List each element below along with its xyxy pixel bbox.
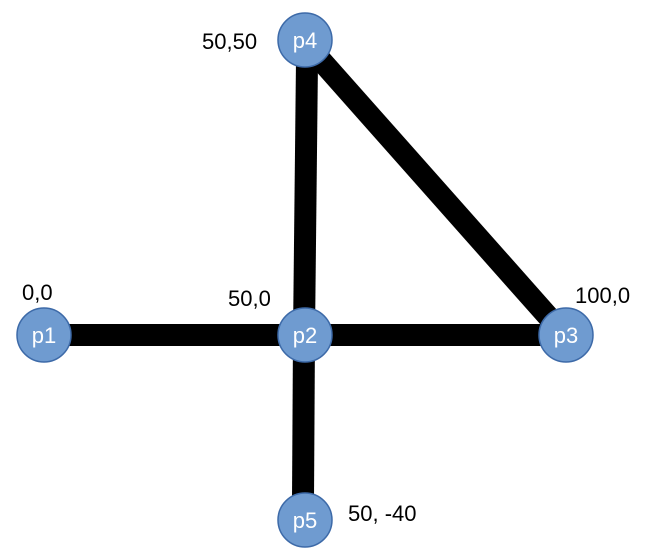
node-p2: p2 [277,307,333,363]
node-label-p3: p3 [554,323,578,348]
coord-label-p1: 0,0 [22,280,53,305]
coord-label-p5: 50, -40 [348,501,417,526]
node-label-p5: p5 [293,508,317,533]
node-p5: p5 [277,492,333,548]
node-label-p2: p2 [293,323,317,348]
node-circle-p5 [277,492,333,548]
node-circle-p1 [16,307,72,363]
node-label-p4: p4 [293,28,317,53]
coordinate-labels-layer: 0,0 50,0 100,0 50,50 50, -40 [22,29,630,526]
coord-label-p4: 50,50 [202,29,257,54]
coord-label-p3: 100,0 [575,283,630,308]
coord-label-p2: 50,0 [228,286,271,311]
edges-layer [60,49,562,501]
edge-p2-p4 [293,59,318,336]
nodes-layer: p1 p2 p3 p4 p5 [16,12,594,548]
node-p1: p1 [16,307,72,363]
node-circle-p4 [277,12,333,68]
node-circle-p2 [277,307,333,363]
node-p4: p4 [277,12,333,68]
node-label-p1: p1 [32,323,56,348]
edge-p4-p3 [309,49,562,330]
node-p3: p3 [538,307,594,363]
node-circle-p3 [538,307,594,363]
